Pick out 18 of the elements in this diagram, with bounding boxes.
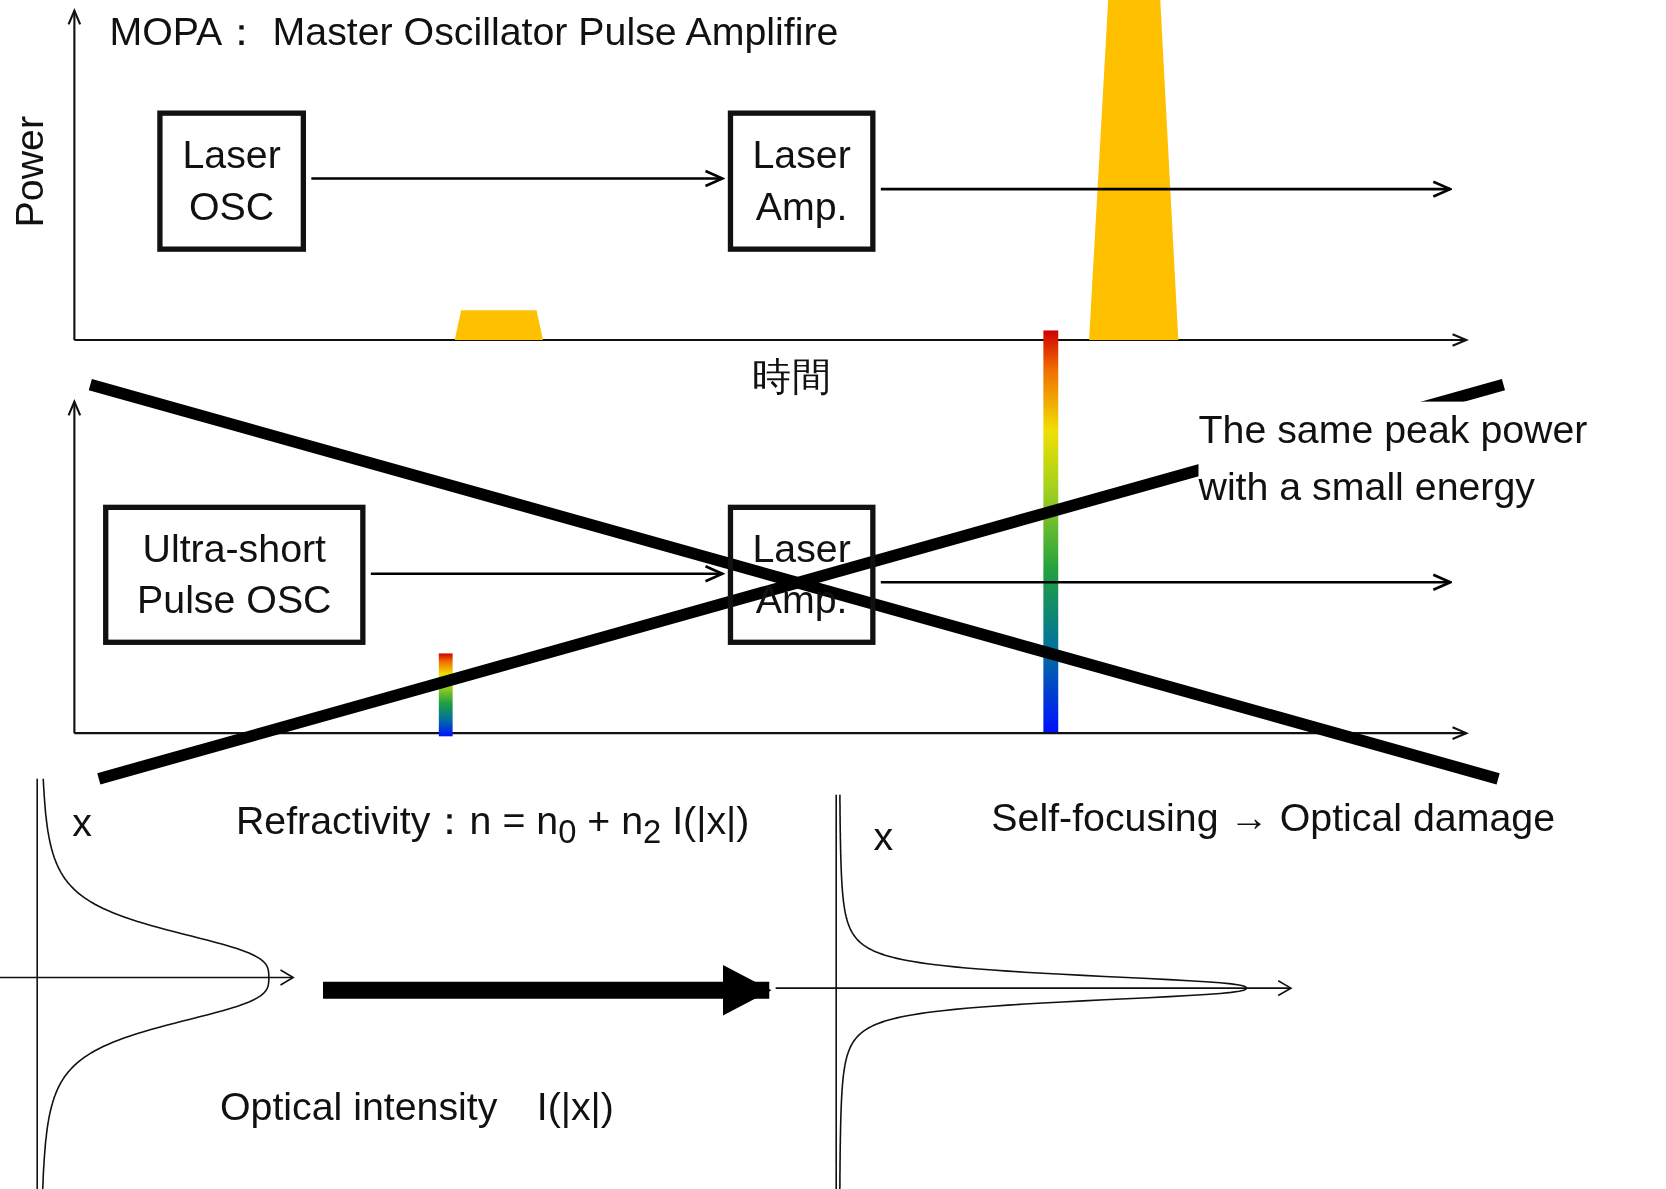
axis-label: 時間 <box>752 355 831 400</box>
axis-label: Power <box>8 115 52 228</box>
formula-text: Refractivity：n = n$_{0}$ + n$_{2}$ I(|x|) <box>235 800 750 851</box>
arrow <box>323 964 772 1016</box>
box-label: Laser Amp. <box>751 132 852 230</box>
process-box <box>727 110 876 252</box>
axis-label: x <box>72 802 92 846</box>
arrow <box>311 169 724 188</box>
box-label: Ultra-short Pulse OSC <box>136 525 333 624</box>
note-text: Optical intensity I(|x|) <box>219 1085 614 1130</box>
arrow <box>370 565 724 583</box>
arrow <box>880 180 1452 198</box>
process-box <box>157 110 306 252</box>
title-text: MOPA： Master Oscillator Pulse Amplifire <box>109 10 839 54</box>
process-box <box>103 504 366 645</box>
box-label: Laser OSC <box>181 132 282 230</box>
axis-label: x <box>873 816 894 860</box>
note-text: Self-focusing → Optical damage <box>991 796 1556 841</box>
